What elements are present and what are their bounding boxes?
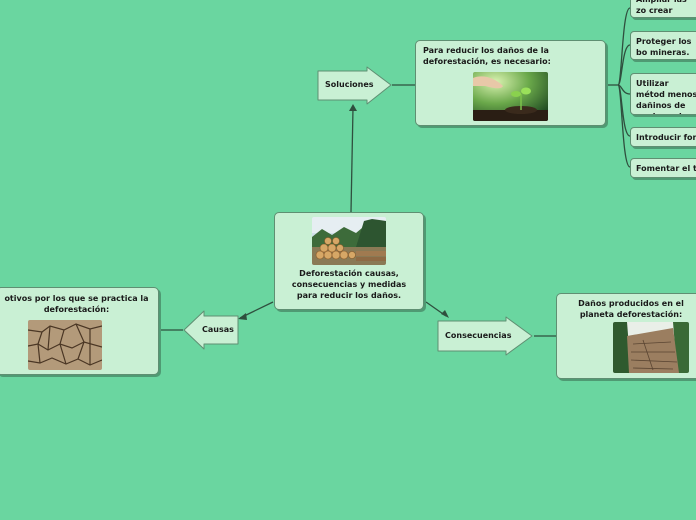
log-pile-photo [312,217,386,265]
measure-item-4-text: Introducir forn [636,133,696,142]
measure-item-5[interactable]: Fomentar el tu [630,158,696,178]
soluciones-detail-node[interactable]: Para reducir los daños de la deforestaci… [415,40,606,126]
causas-detail-text: otivos por los que se practica la defore… [4,294,149,314]
central-topic-text: Deforestación causas, consecuencias y me… [291,269,407,300]
branch-soluciones[interactable]: Soluciones [315,66,393,106]
consecuencias-detail-node[interactable]: Daños producidos en el planeta deforesta… [556,293,696,379]
measure-item-1[interactable]: Ampliar las zo crear otras nue [630,0,696,18]
branch-causas[interactable]: Causas [182,310,240,350]
branch-consecuencias[interactable]: Consecuencias [436,316,534,356]
measure-item-5-text: Fomentar el tu [636,164,696,173]
measure-item-2[interactable]: Proteger los bo mineras. [630,31,696,60]
measure-item-3-text: Utilizar métod menos dañinos de madera, … [636,79,696,114]
measure-item-1-text: Ampliar las zo crear otras nue [636,0,687,15]
central-topic[interactable]: Deforestación causas, consecuencias y me… [274,212,424,310]
soluciones-detail-text: Para reducir los daños de la deforestaci… [423,46,551,66]
measure-item-2-text: Proteger los bo mineras. [636,37,692,57]
cracked-dry-soil-photo [28,320,102,370]
measure-item-4[interactable]: Introducir forn [630,127,696,147]
causas-detail-node[interactable]: otivos por los que se practica la defore… [0,287,159,375]
cleared-hillside-photo [613,322,689,373]
branch-causas-label: Causas [202,325,234,334]
branch-consecuencias-label: Consecuencias [445,331,512,340]
measure-item-3[interactable]: Utilizar métod menos dañinos de madera, … [630,73,696,115]
branch-soluciones-label: Soluciones [325,80,374,89]
consecuencias-detail-text: Daños producidos en el planeta deforesta… [578,299,684,319]
seedling-hand-photo [473,72,548,121]
